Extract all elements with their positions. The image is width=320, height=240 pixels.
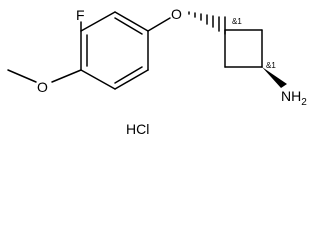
methyl-bond	[7, 69, 37, 83]
amine-subscript: 2	[301, 97, 307, 108]
cyclobutane-ring	[224, 29, 263, 68]
c-o-ether-bond	[147, 17, 171, 32]
amine-nh: NH	[281, 88, 301, 104]
ether-oxygen-label: O	[171, 6, 182, 22]
amine-label: NH2	[281, 88, 307, 108]
c-o-methoxy-bond	[51, 69, 82, 83]
chemical-structure: F O O &1 &1 NH2 HCl	[7, 6, 307, 137]
methoxy-oxygen-label: O	[37, 79, 48, 95]
ring-bond	[80, 11, 116, 32]
solid-wedge-bond	[262, 67, 287, 88]
benzene-ring	[80, 11, 149, 90]
fluorine-label: F	[76, 7, 85, 23]
stereo-label-c3: &1	[266, 61, 276, 70]
ring-bond	[114, 11, 149, 32]
ring-bond	[114, 69, 149, 90]
salt-label: HCl	[126, 121, 149, 137]
stereo-label-c1: &1	[232, 17, 242, 26]
ring-bond	[80, 69, 116, 90]
ring-double-bond	[114, 66, 143, 84]
ring-double-bond	[114, 17, 143, 35]
hashed-wedge-bond	[188, 11, 226, 35]
